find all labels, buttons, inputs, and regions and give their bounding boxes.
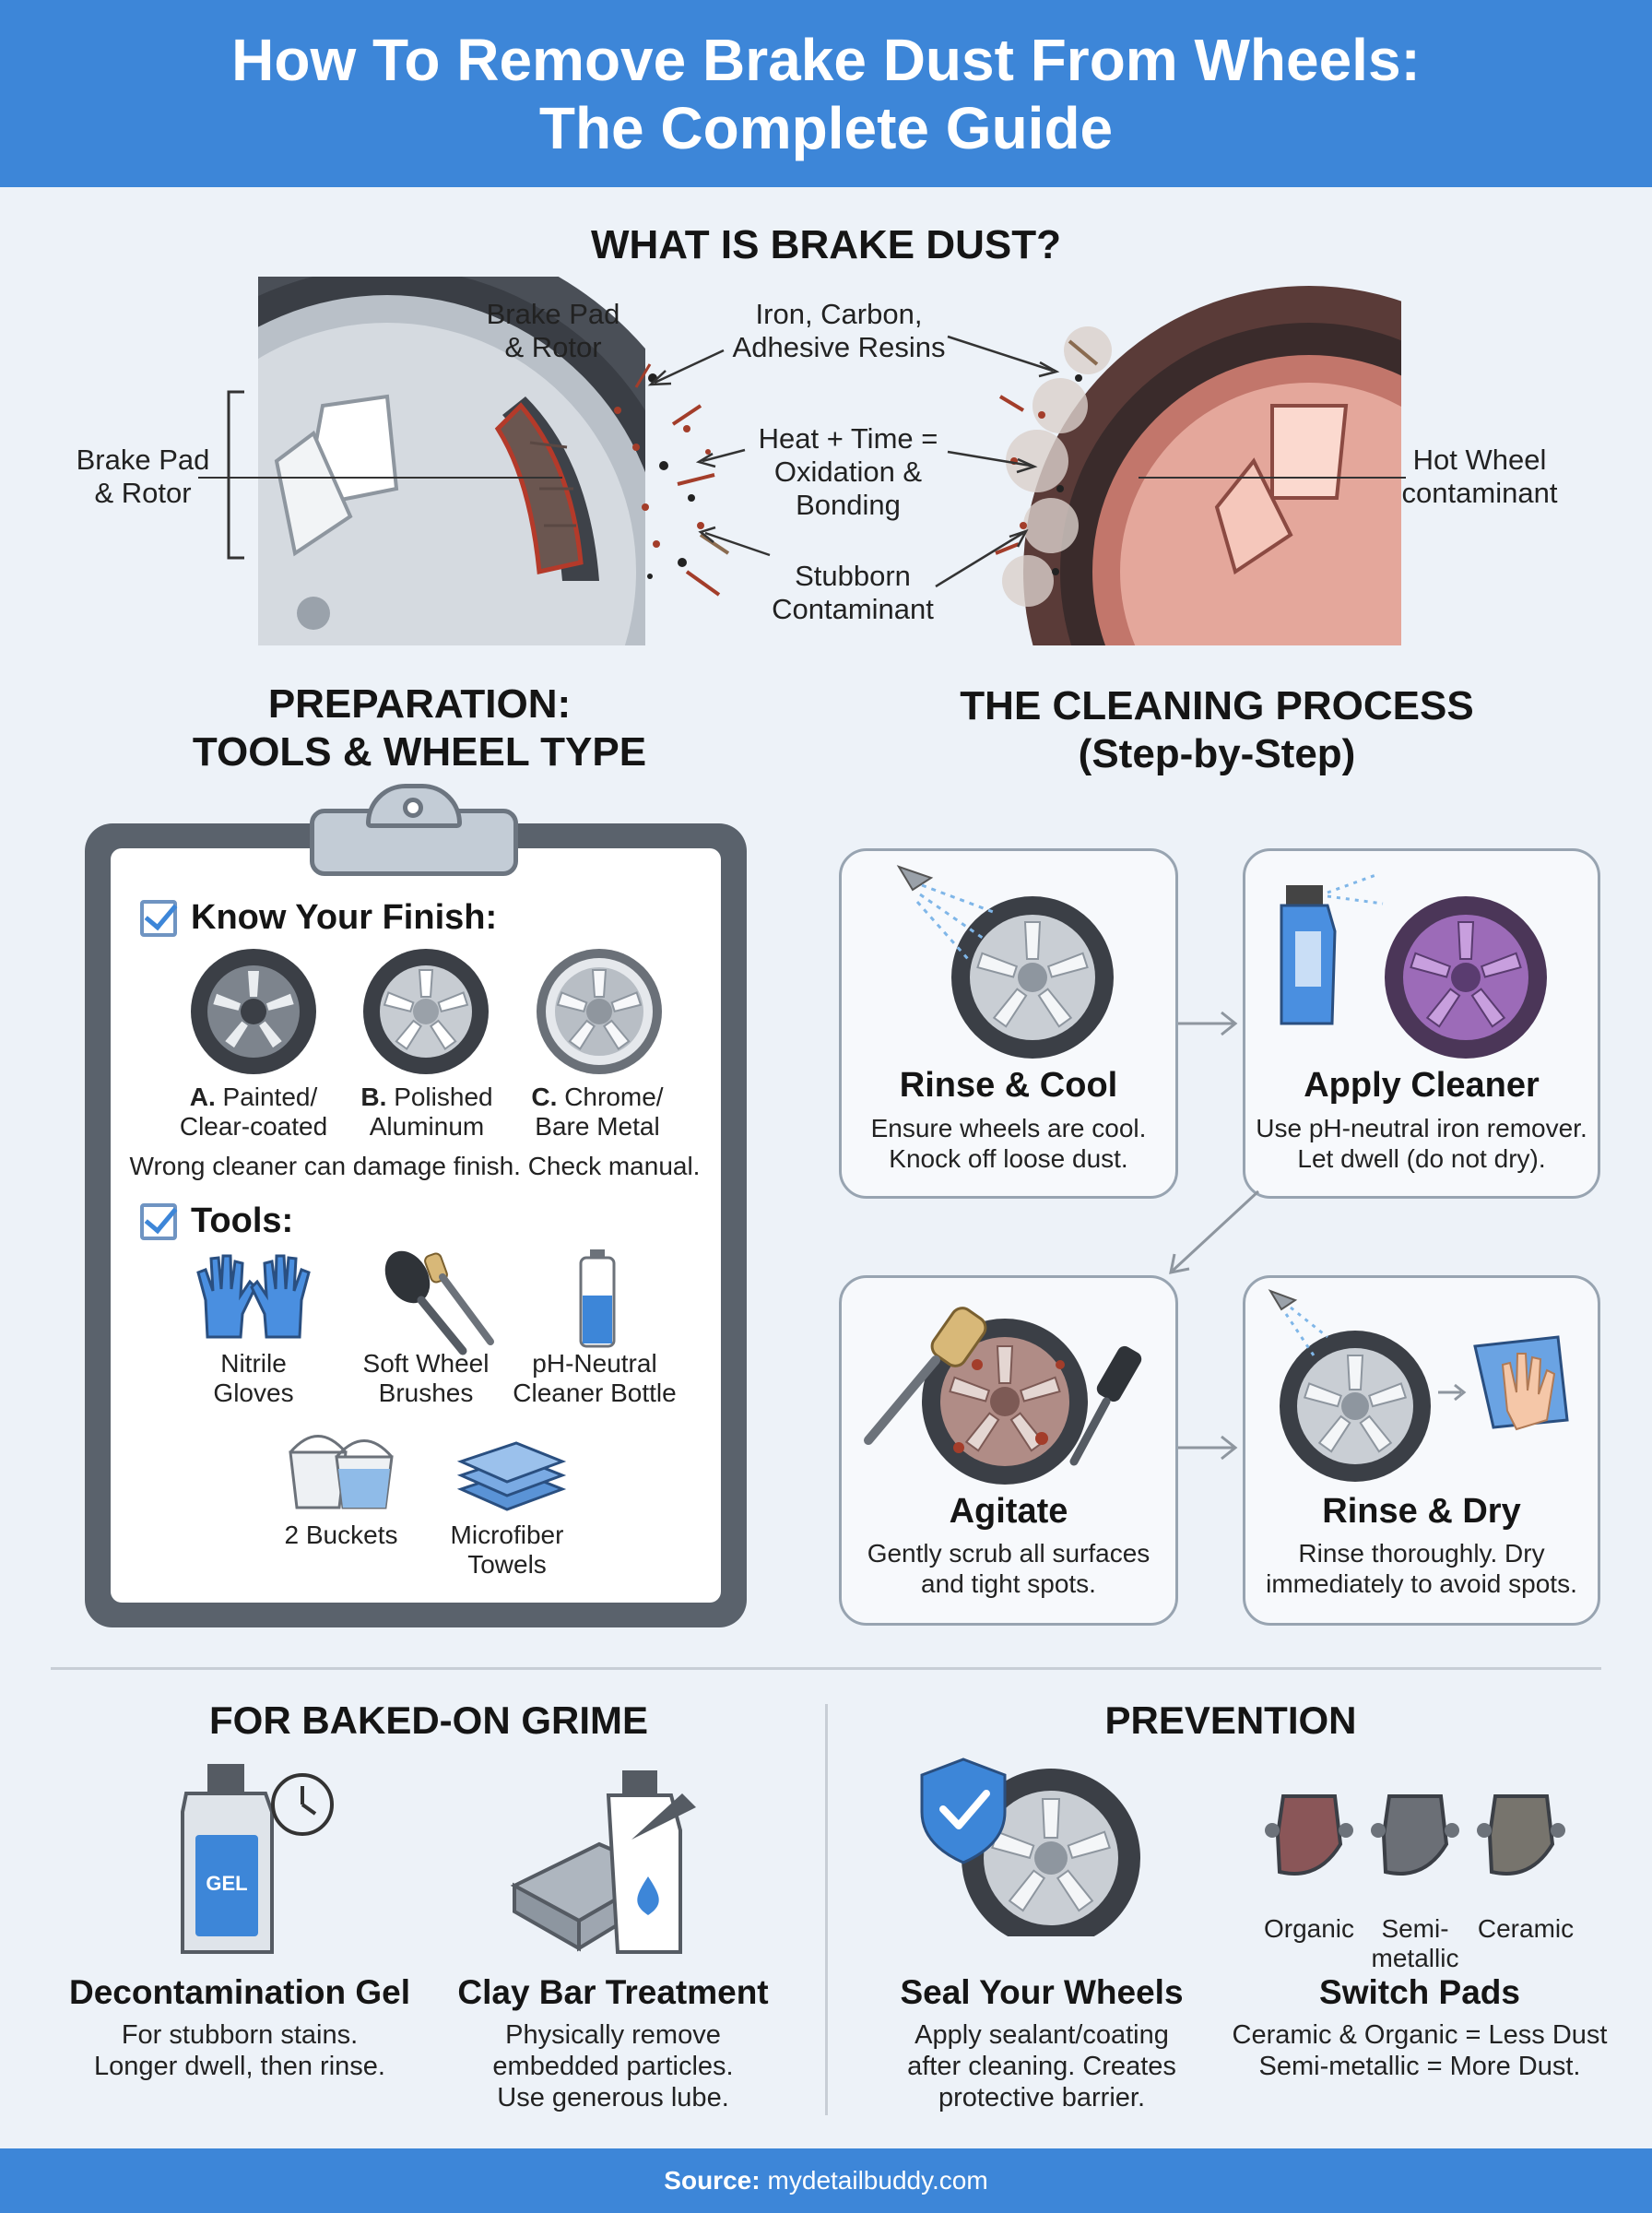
finish-wheels xyxy=(191,949,662,1074)
clipboard-clip-hole xyxy=(403,798,423,818)
tool-buckets-label: 2 Buckets xyxy=(284,1521,398,1549)
page-title-line2: The Complete Guide xyxy=(538,94,1114,161)
finish-c-label: C. Chrome/ Bare Metal xyxy=(531,1083,664,1141)
clay-title: Clay Bar Treatment xyxy=(457,1973,769,2011)
label-left-pad-rotor: Brake Pad& Rotor xyxy=(76,444,210,509)
purple-wheel-icon xyxy=(1385,896,1547,1059)
gel-desc: For stubborn stains.Longer dwell, then r… xyxy=(94,2020,385,2081)
hand-towel-icon xyxy=(1473,1335,1569,1431)
right-wheel-illustration xyxy=(995,286,1401,645)
label-materials: Iron, Carbon,Adhesive Resins xyxy=(732,298,946,363)
step-desc-apply-cleaner: Use pH-neutral iron remover.Let dwell (d… xyxy=(1256,1114,1587,1173)
wheel-painted-icon xyxy=(191,949,316,1074)
tools-icons-row1 xyxy=(196,1249,616,1355)
spray-bottle-icon xyxy=(1280,872,1384,1025)
page-header: How To Remove Brake Dust From Wheels: Th… xyxy=(0,0,1652,187)
clean-wheel-icon xyxy=(1268,1289,1431,1482)
checkbox-tools-icon xyxy=(140,1203,177,1240)
checkbox-finish-icon xyxy=(140,900,177,937)
switch-pads-title: Switch Pads xyxy=(1319,1973,1520,2011)
rinse-wheel-icon xyxy=(951,896,1114,1059)
tools-heading: Tools: xyxy=(191,1201,294,1240)
brushes-icon xyxy=(384,1250,494,1355)
seal-title: Seal Your Wheels xyxy=(900,1973,1184,2011)
section-divider-horizontal xyxy=(51,1667,1601,1670)
preparation-title: PREPARATION:TOOLS & WHEEL TYPE xyxy=(192,681,647,775)
finish-warning: Wrong cleaner can damage finish. Check m… xyxy=(129,1152,701,1180)
organic-pad-icon xyxy=(1265,1794,1353,1876)
pad-organic-label: Organic xyxy=(1263,1914,1355,1943)
shower-head-icon xyxy=(896,865,997,960)
process-illustrations xyxy=(864,865,1569,1485)
semi-metallic-pad-icon xyxy=(1371,1794,1459,1876)
page-title-line1: How To Remove Brake Dust From Wheels: xyxy=(231,26,1421,93)
pointer-arrows xyxy=(647,335,1060,588)
prevention-icons xyxy=(920,1757,1565,1936)
pad-semi-metallic-label: Semi-metallic xyxy=(1371,1914,1459,1972)
pad-ceramic-label: Ceramic xyxy=(1477,1914,1575,1943)
step-title-apply-cleaner: Apply Cleaner xyxy=(1304,1066,1540,1105)
gloves-icon xyxy=(196,1254,311,1339)
wheel-chrome-icon xyxy=(537,949,662,1074)
sealed-wheel-icon xyxy=(962,1769,1140,1936)
finish-a-label: A. Painted/ Clear-coated xyxy=(179,1083,328,1141)
left-wheel-illustration xyxy=(258,277,645,645)
prevention-title: PREVENTION xyxy=(1104,1698,1357,1742)
tools-icons-row2 xyxy=(289,1435,567,1511)
label-heat-time: Heat + Time =Oxidation &Bonding xyxy=(758,422,938,521)
page-footer: Source: mydetailbuddy.com xyxy=(0,2148,1652,2213)
shield-check-icon xyxy=(920,1757,1007,1864)
buckets-icon xyxy=(289,1435,394,1509)
section-divider-vertical xyxy=(825,1704,828,2115)
source-label: Source: xyxy=(664,2166,761,2195)
step-title-agitate: Agitate xyxy=(949,1492,1068,1531)
arrow-right-icon xyxy=(1178,1011,1238,1036)
gel-label: GEL xyxy=(206,1872,247,1895)
step-title-rinse-dry: Rinse & Dry xyxy=(1322,1492,1521,1531)
step-title-rinse-cool: Rinse & Cool xyxy=(899,1066,1118,1105)
what-is-title: WHAT IS BRAKE DUST? xyxy=(590,222,1062,267)
finish-heading: Know Your Finish: xyxy=(191,898,498,937)
baked-icons: GEL xyxy=(181,1764,696,1954)
process-title: THE CLEANING PROCESS(Step-by-Step) xyxy=(960,683,1474,776)
arrow-diagonal-icon xyxy=(1169,1189,1260,1274)
arrow-right-icon-2 xyxy=(1178,1435,1238,1461)
arrow-small-icon xyxy=(1438,1383,1467,1402)
label-top-pad-rotor: Brake Pad& Rotor xyxy=(486,298,620,363)
wheel-polished-icon xyxy=(363,949,489,1074)
source-link[interactable]: mydetailbuddy.com xyxy=(767,2166,988,2195)
bottle-icon xyxy=(579,1249,616,1348)
scrub-brush-icon xyxy=(864,1307,1142,1466)
lube-spray-icon xyxy=(606,1770,696,1954)
gel-title: Decontamination Gel xyxy=(68,1973,411,2011)
towels-icon xyxy=(456,1441,567,1511)
brake-dust-illustration xyxy=(198,277,1406,645)
clock-icon xyxy=(271,1773,334,1836)
ceramic-pad-icon xyxy=(1477,1794,1565,1876)
gel-bottle-icon: GEL xyxy=(181,1764,274,1954)
step-desc-rinse-cool: Ensure wheels are cool.Knock off loose d… xyxy=(870,1114,1147,1173)
baked-title: FOR BAKED-ON GRIME xyxy=(209,1698,648,1742)
finish-b-label: B. Polished Aluminum xyxy=(360,1083,493,1141)
